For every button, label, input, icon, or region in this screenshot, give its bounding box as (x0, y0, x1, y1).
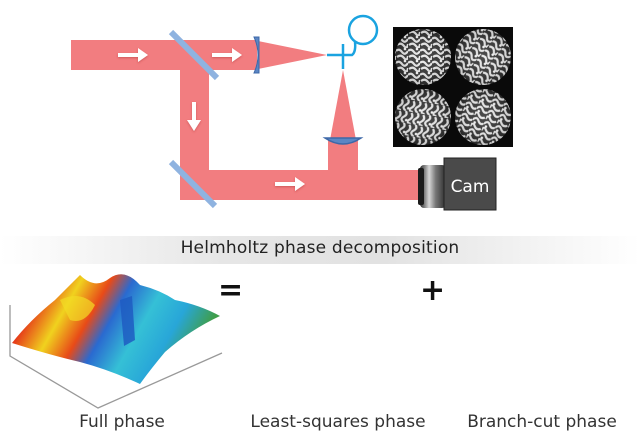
speckle-images (393, 27, 513, 147)
decomposition-title: Helmholtz phase decomposition (180, 238, 460, 258)
plus-sign: + (420, 273, 446, 308)
lens-vertical (322, 137, 364, 145)
arrow-right-icon (212, 48, 242, 62)
arrow-right-icon (118, 48, 148, 62)
arrow-right-icon (275, 177, 305, 191)
full-phase-plot (9, 274, 223, 409)
decomposition-banner (0, 236, 640, 264)
laser-beam (71, 40, 422, 200)
branch-cut-phase-label: Branch-cut phase (467, 412, 617, 432)
lens-horizontal (253, 36, 260, 74)
equals-sign: = (218, 273, 244, 308)
beam-splitter (168, 29, 220, 81)
optical-setup: Cam (71, 14, 513, 211)
arrow-down-icon (187, 102, 201, 131)
fiber-loop (327, 14, 379, 69)
least-squares-phase-label: Least-squares phase (250, 412, 426, 432)
full-phase-label: Full phase (79, 412, 165, 432)
beam-direction-arrows (118, 48, 305, 191)
camera-label: Cam (451, 177, 490, 197)
mirror (168, 159, 218, 209)
camera-icon: Cam (418, 157, 497, 211)
